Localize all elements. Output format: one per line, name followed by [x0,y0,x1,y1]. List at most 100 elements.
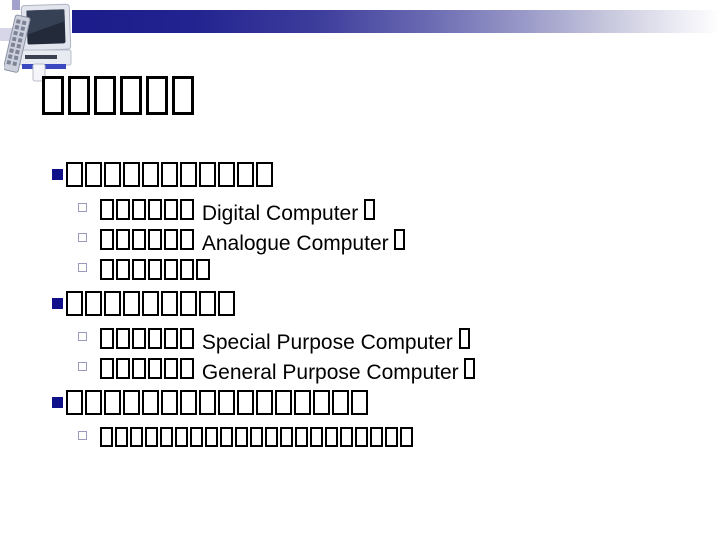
missing-glyph-box [145,427,158,447]
missing-glyph-box [142,390,159,415]
missing-glyph-box [199,291,216,316]
missing-glyph-box [148,358,162,379]
bullet-line-2: Analogue Computer [0,229,720,255]
bullet-line-1: Digital Computer [0,199,720,225]
missing-glyph-box [66,291,83,316]
missing-glyph-box [385,427,398,447]
missing-glyph-box [164,358,178,379]
missing-glyph-box [351,390,368,415]
missing-glyph-box [400,427,413,447]
missing-glyph-box [180,291,197,316]
level1-bullet-square-icon [52,298,63,309]
bullet-line-7 [0,390,720,419]
missing-glyph-box [132,328,146,349]
missing-glyph-box [218,162,235,187]
missing-glyph-box [190,427,203,447]
latin-text: Analogue Computer [196,232,395,255]
missing-glyph-box [42,76,64,115]
missing-glyph-box [148,229,162,250]
bullet-line-5: Special Purpose Computer [0,328,720,354]
title-banner-gradient [72,10,720,33]
missing-glyph-box [280,427,293,447]
missing-glyph-box [123,162,140,187]
missing-glyph-box [132,259,146,280]
missing-glyph-box [123,390,140,415]
level2-bullet-square-icon [78,203,87,212]
missing-glyph-box [332,390,349,415]
missing-glyph-box [172,76,194,115]
missing-glyph-box [325,427,338,447]
missing-glyph-box [100,229,114,250]
latin-text: Special Purpose Computer [196,331,459,354]
missing-glyph-box [94,76,116,115]
bullet-line-6: General Purpose Computer [0,358,720,384]
missing-glyph-box [458,328,470,349]
missing-glyph-box [220,427,233,447]
missing-glyph-box [104,390,121,415]
latin-text: Digital Computer [196,202,365,225]
missing-glyph-box [218,390,235,415]
missing-glyph-box [130,427,143,447]
missing-glyph-box [120,76,142,115]
bullet-line-4 [0,291,720,320]
missing-glyph-box [175,427,188,447]
missing-glyph-box [275,390,292,415]
missing-glyph-box [161,390,178,415]
bullet-list: Digital Computer Analogue Computer Speci… [0,155,720,457]
level2-bullet-square-icon [78,332,87,341]
missing-glyph-box [180,229,194,250]
missing-glyph-box [237,162,254,187]
missing-glyph-box [313,390,330,415]
missing-glyph-box [256,162,273,187]
missing-glyph-box [85,390,102,415]
level2-bullet-square-icon [78,263,87,272]
missing-glyph-box [100,199,114,220]
missing-glyph-box [364,199,376,220]
missing-glyph-box [116,259,130,280]
missing-glyph-box [100,328,114,349]
missing-glyph-box [160,427,173,447]
missing-glyph-box [394,229,406,250]
missing-glyph-box [205,427,218,447]
missing-glyph-box [180,358,194,379]
missing-glyph-box [116,358,130,379]
missing-glyph-box [310,427,323,447]
missing-glyph-box [180,390,197,415]
missing-glyph-box [161,291,178,316]
level1-bullet-square-icon [52,169,63,180]
missing-glyph-box [340,427,353,447]
missing-glyph-box [68,76,90,115]
missing-glyph-box [66,162,83,187]
missing-glyph-box [132,199,146,220]
level1-bullet-square-icon [52,397,63,408]
missing-glyph-box [180,199,194,220]
missing-glyph-box [294,390,311,415]
level2-bullet-square-icon [78,233,87,242]
missing-glyph-box [66,390,83,415]
missing-glyph-box [104,162,121,187]
decor-square-large [0,28,13,41]
missing-glyph-box [164,328,178,349]
level2-bullet-square-icon [78,431,87,440]
missing-glyph-box [180,259,194,280]
bullet-line-3 [0,259,720,284]
desktop-computer-clipart-icon [3,0,76,89]
missing-glyph-box [148,199,162,220]
missing-glyph-box [196,259,210,280]
missing-glyph-box [218,291,235,316]
missing-glyph-box [85,291,102,316]
missing-glyph-box [85,162,102,187]
missing-glyph-box [104,291,121,316]
decor-square-small [12,0,20,10]
missing-glyph-box [142,291,159,316]
missing-glyph-box [370,427,383,447]
missing-glyph-box [148,259,162,280]
missing-glyph-box [100,358,114,379]
missing-glyph-box [100,259,114,280]
missing-glyph-box [199,162,216,187]
missing-glyph-box [265,427,278,447]
missing-glyph-box [199,390,216,415]
missing-glyph-box [256,390,273,415]
missing-glyph-box [148,328,162,349]
bullet-line-0 [0,162,720,191]
